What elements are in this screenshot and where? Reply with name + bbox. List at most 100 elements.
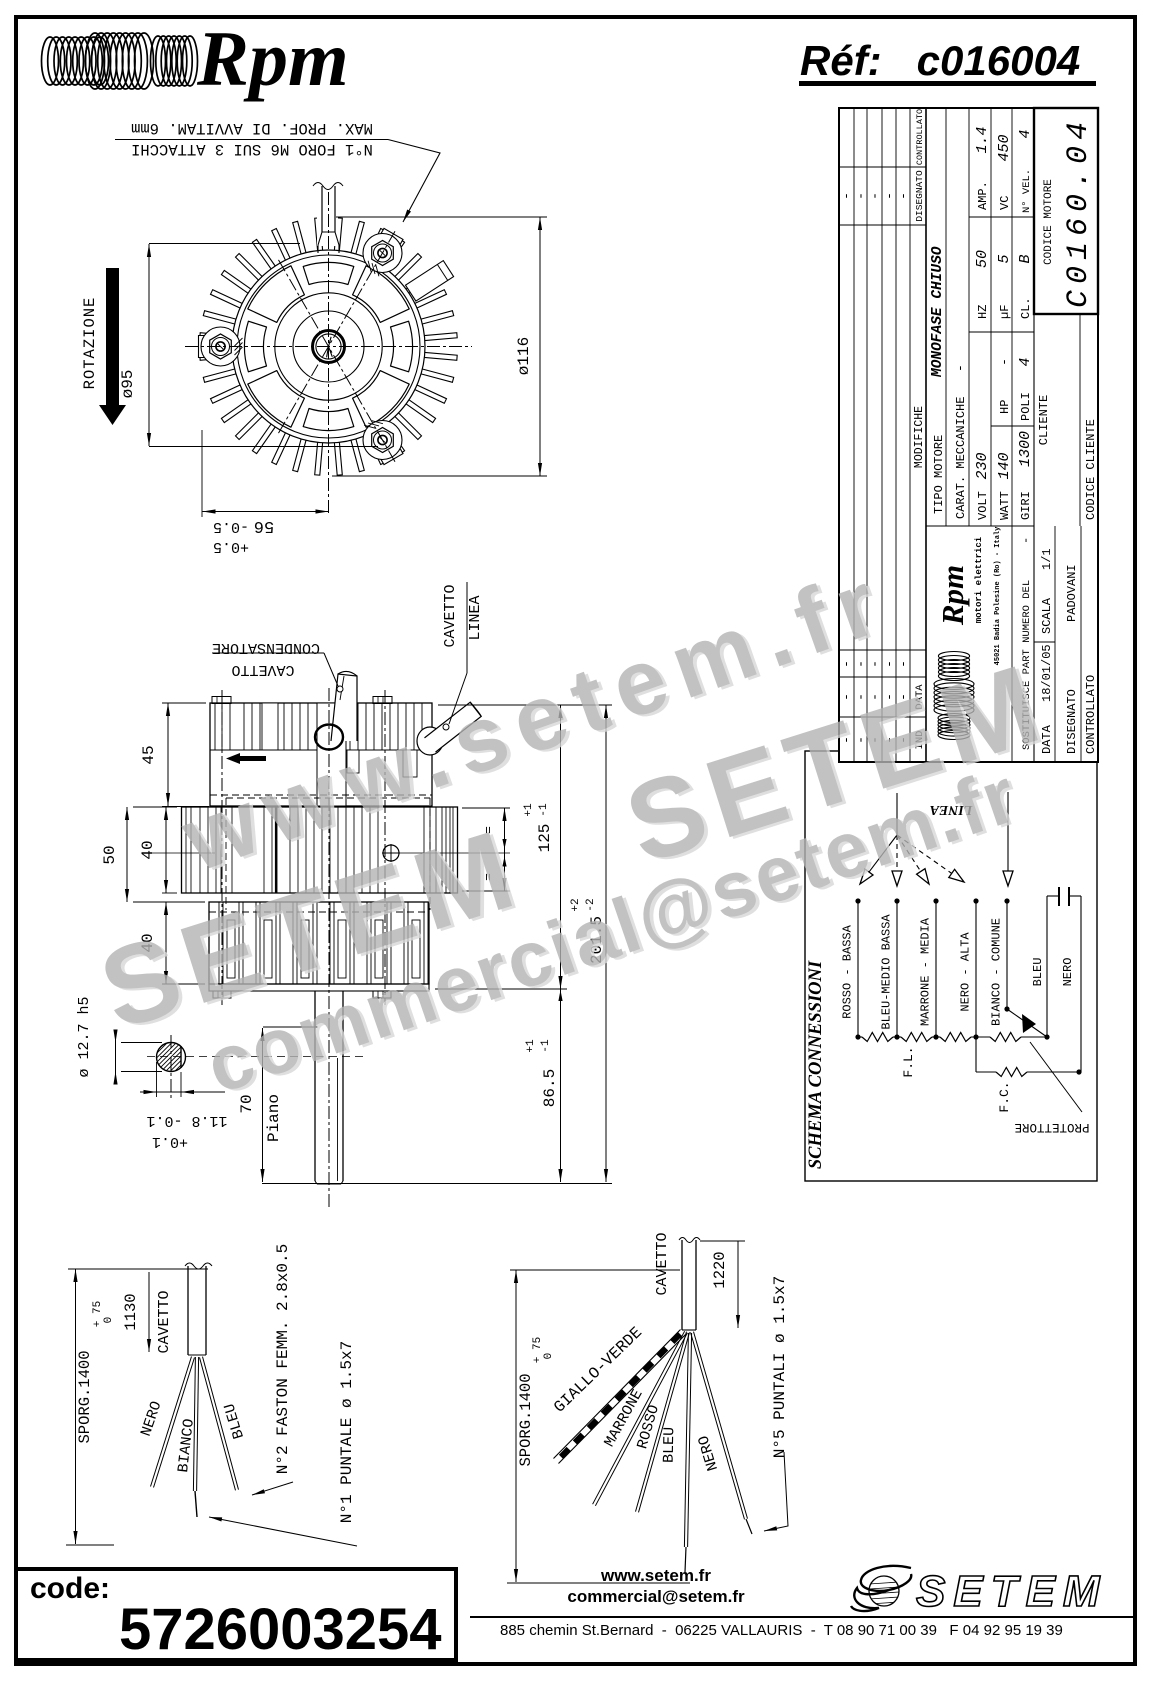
svg-text:-: - (896, 660, 911, 668)
svg-text:CAVETTO: CAVETTO (231, 661, 294, 678)
svg-text:18/01/05: 18/01/05 (1040, 644, 1054, 702)
svg-text:SCHEMA CONNESSIONI: SCHEMA CONNESSIONI (806, 960, 826, 1169)
svg-text:-: - (853, 736, 868, 744)
svg-text:11.8 -0.1: 11.8 -0.1 (146, 1112, 227, 1129)
svg-text:BIANCO - COMUNE: BIANCO - COMUNE (990, 918, 1004, 1026)
svg-text:Rpm: Rpm (935, 565, 970, 626)
svg-text:LINEA: LINEA (930, 802, 974, 817)
svg-text:PADOVANI: PADOVANI (1065, 564, 1079, 622)
svg-text:WATT: WATT (998, 491, 1012, 520)
svg-text:-: - (839, 192, 854, 200)
svg-text:ROSSO: ROSSO (634, 1403, 663, 1451)
svg-text:CAVETTO: CAVETTO (654, 1232, 671, 1295)
svg-text:ROSSO - BASSA: ROSSO - BASSA (841, 924, 855, 1018)
svg-text:DATA: DATA (1040, 724, 1054, 754)
svg-text:230: 230 (974, 452, 991, 479)
svg-text:PROTETTORE: PROTETTORE (1014, 1120, 1089, 1134)
svg-text:-: - (839, 660, 854, 668)
svg-text:45: 45 (140, 745, 158, 764)
svg-text:LINEA: LINEA (467, 595, 484, 640)
svg-text:N°1 PUNTALE ø 1.5x7: N°1 PUNTALE ø 1.5x7 (338, 1341, 356, 1523)
svg-text:VOLT: VOLT (976, 491, 990, 520)
svg-text:µF: µF (998, 305, 1012, 319)
svg-text:1130: 1130 (122, 1293, 140, 1330)
svg-text:DISEGNATO: DISEGNATO (1065, 689, 1079, 754)
svg-text:ø116: ø116 (515, 337, 533, 375)
svg-text:MARRONE - MEDIA: MARRONE - MEDIA (919, 917, 933, 1026)
svg-text:1220: 1220 (711, 1251, 729, 1288)
svg-text:TIPO MOTORE: TIPO MOTORE (932, 435, 946, 514)
svg-text:+1: +1 (525, 1039, 537, 1053)
svg-text:ROTAZIONE: ROTAZIONE (81, 297, 99, 390)
svg-text:+1: +1 (523, 803, 535, 817)
svg-text:70: 70 (238, 1094, 256, 1113)
svg-text:BIANCO: BIANCO (175, 1418, 198, 1474)
svg-text:40: 40 (139, 933, 157, 952)
svg-text:-: - (882, 736, 897, 744)
svg-text:MONOFASE CHIUSO: MONOFASE CHIUSO (930, 246, 946, 378)
svg-text:-: - (853, 660, 868, 668)
svg-text:125: 125 (536, 824, 554, 853)
svg-text:-: - (853, 693, 868, 701)
svg-text:DISEGNATO: DISEGNATO (914, 170, 925, 222)
svg-text:-: - (896, 192, 911, 200)
svg-text:-1: -1 (540, 1039, 552, 1053)
svg-text:N° VEL.: N° VEL. (1021, 169, 1033, 213)
svg-text:=: = (481, 873, 496, 881)
svg-text:BLEU: BLEU (661, 1427, 679, 1463)
svg-text:CONDENSATORE: CONDENSATORE (212, 639, 320, 656)
svg-text:SPORG.1400: SPORG.1400 (76, 1350, 94, 1443)
svg-text:NERO - ALTA: NERO - ALTA (959, 932, 973, 1012)
svg-text:-: - (882, 660, 897, 668)
svg-text:50: 50 (974, 250, 991, 268)
svg-text:CLIENTE: CLIENTE (1037, 395, 1051, 445)
svg-text:201.5: 201.5 (588, 916, 606, 964)
svg-text:NERO: NERO (695, 1433, 722, 1472)
svg-text:VC: VC (998, 196, 1012, 210)
svg-text:SCALA: SCALA (1040, 597, 1054, 634)
svg-text:GIRI: GIRI (1019, 491, 1033, 520)
svg-text:N°5 PUNTALI ø 1.5x7: N°5 PUNTALI ø 1.5x7 (771, 1276, 789, 1458)
svg-text:CODICE MOTORE: CODICE MOTORE (1043, 179, 1055, 265)
svg-text:HZ: HZ (976, 305, 990, 319)
svg-text:CARAT. MECCANICHE: CARAT. MECCANICHE (954, 397, 968, 519)
svg-text:POLI: POLI (1019, 392, 1033, 421)
svg-text:-: - (882, 693, 897, 701)
svg-text:1.4: 1.4 (974, 126, 991, 153)
svg-text:DATA: DATA (914, 684, 926, 710)
svg-text:C0160.04: C0160.04 (1062, 116, 1096, 308)
svg-text:BLEU: BLEU (221, 1401, 248, 1440)
svg-text:+ 75: + 75 (532, 1337, 544, 1363)
svg-text:-: - (896, 736, 911, 744)
svg-text:CAVETTO: CAVETTO (442, 584, 459, 647)
svg-text:+2: +2 (570, 898, 582, 911)
svg-text:140: 140 (996, 452, 1013, 479)
svg-text:-: - (953, 364, 968, 372)
svg-text:NERO: NERO (138, 1399, 166, 1439)
svg-text:0: 0 (543, 1353, 555, 1360)
svg-text:B: B (1017, 254, 1034, 263)
svg-text:F.L.: F.L. (901, 1046, 916, 1077)
svg-text:CODICE CLIENTE: CODICE CLIENTE (1084, 419, 1098, 520)
svg-text:-: - (868, 693, 883, 701)
svg-text:-0.5: -0.5 (213, 518, 249, 535)
svg-text:1300: 1300 (1017, 431, 1034, 467)
svg-text:N°1 FORO M6 SUI 3 ATTACCHI: N°1 FORO M6 SUI 3 ATTACCHI (131, 140, 373, 158)
svg-text:=: = (481, 826, 496, 834)
svg-text:motori elettrici: motori elettrici (974, 536, 984, 623)
svg-text:-: - (1019, 537, 1033, 544)
svg-text:BLEU: BLEU (1031, 958, 1045, 987)
svg-text:-1: -1 (538, 803, 550, 817)
svg-text:-2: -2 (585, 898, 597, 911)
svg-text:-: - (882, 192, 897, 200)
svg-text:56: 56 (254, 516, 274, 535)
svg-text:AMP.: AMP. (976, 181, 990, 210)
svg-text:MAX. PROF. DI AVVITAM. 6mm: MAX. PROF. DI AVVITAM. 6mm (131, 119, 373, 137)
svg-text:-: - (839, 693, 854, 701)
svg-text:45021 Badia Polesine (Ro) - It: 45021 Badia Polesine (Ro) - Italy (994, 526, 1002, 665)
svg-text:-: - (868, 660, 883, 668)
svg-text:F.C.: F.C. (997, 1081, 1012, 1112)
svg-text:4: 4 (1017, 129, 1034, 138)
svg-text:IND: IND (914, 731, 926, 750)
svg-text:SOSTITUISCE PART NUMERO DEL: SOSTITUISCE PART NUMERO DEL (1021, 580, 1033, 750)
